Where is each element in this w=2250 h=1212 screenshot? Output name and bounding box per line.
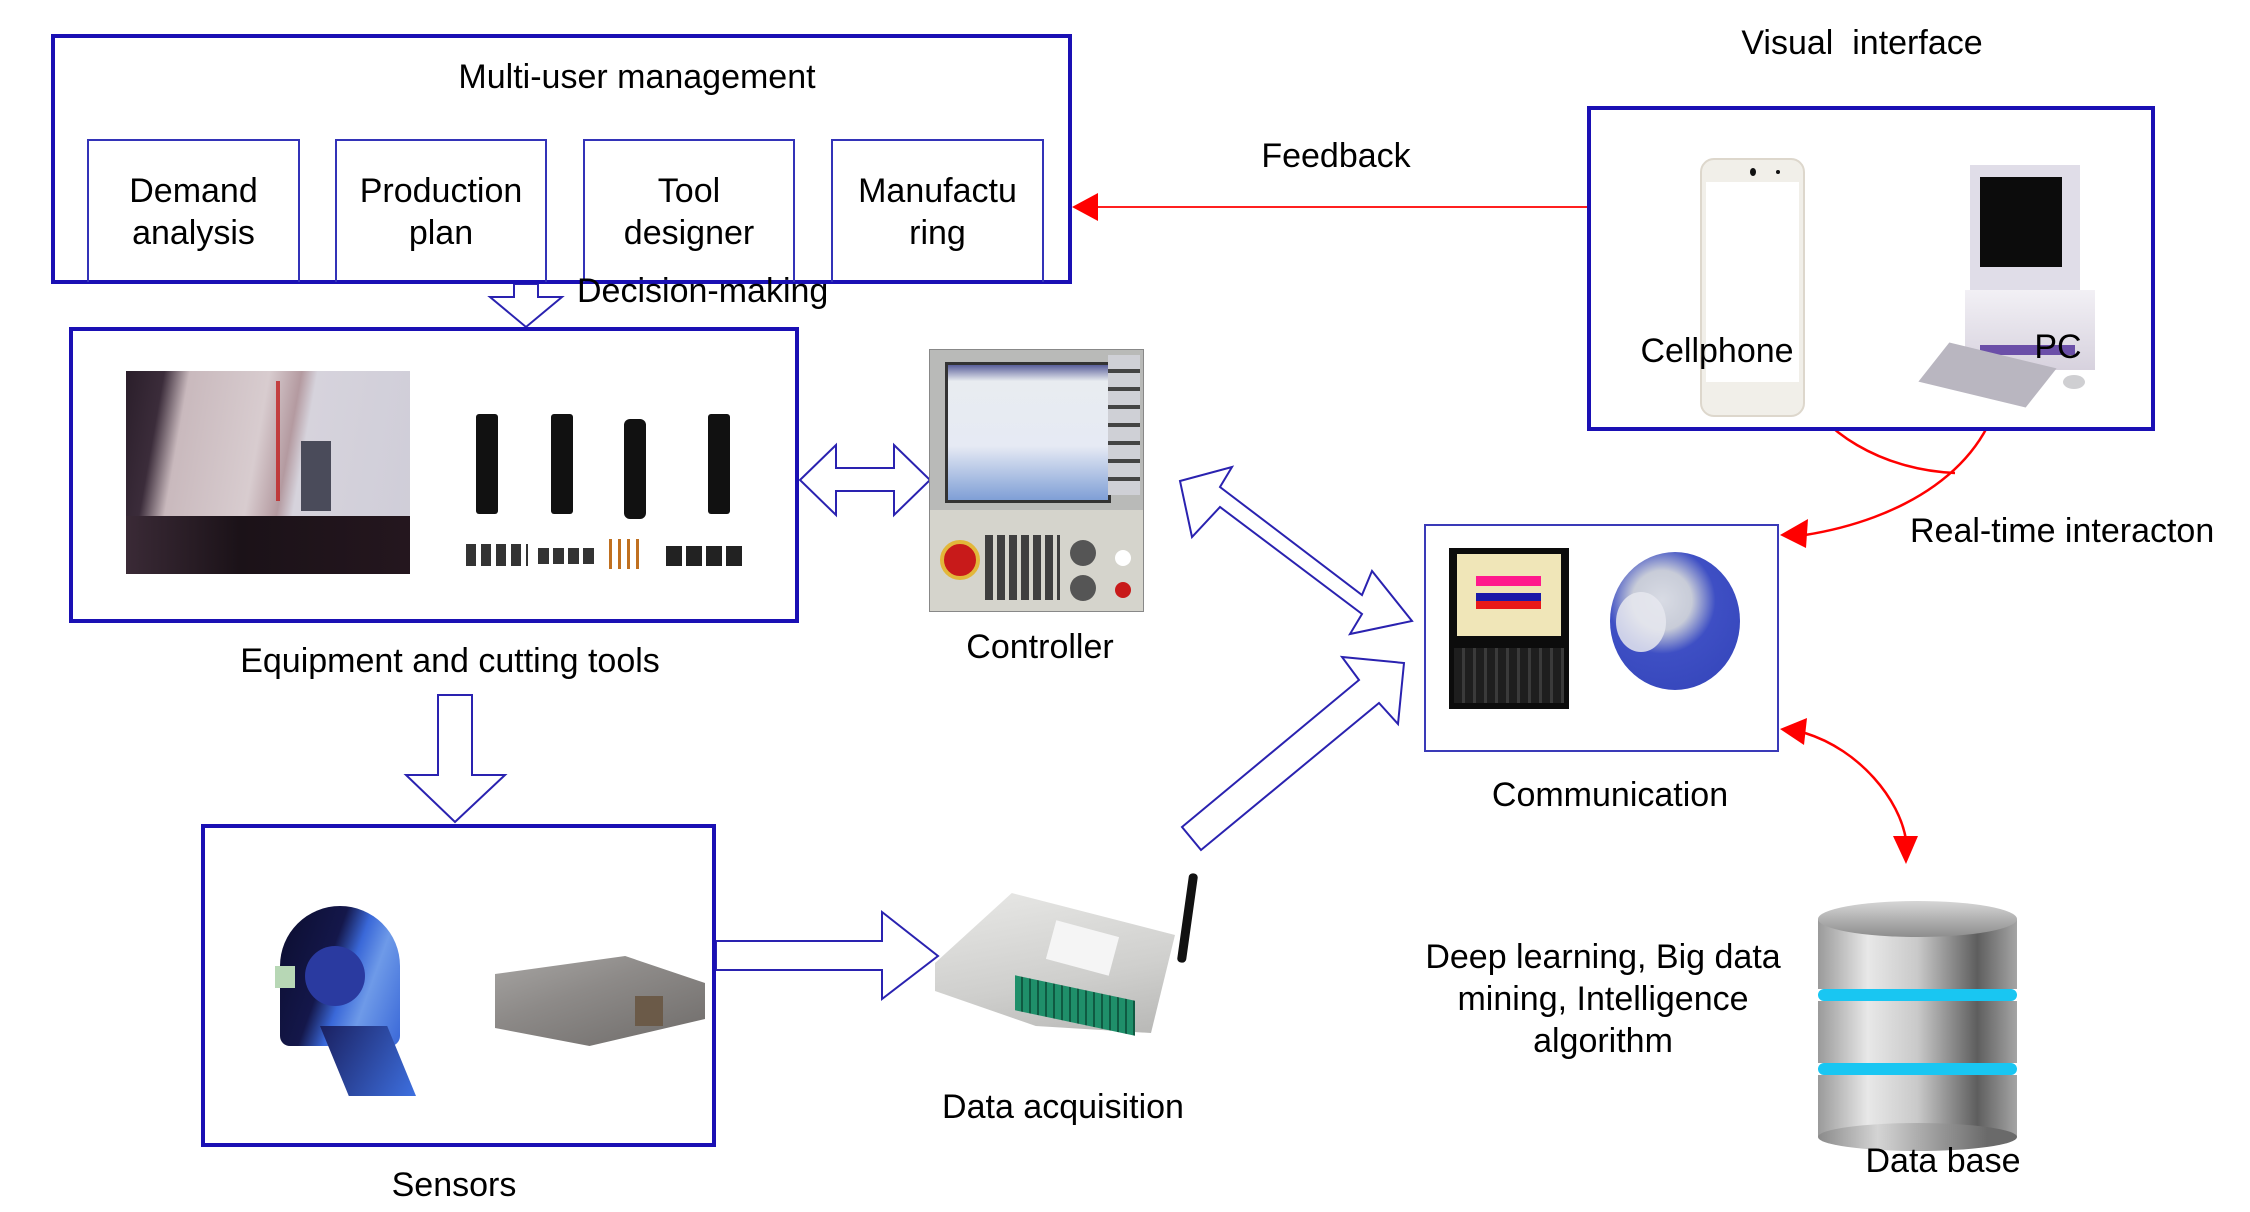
subbox-label: analysis <box>132 213 255 252</box>
multi-user-management-title: Multi-user management <box>458 58 816 96</box>
analytics-line: mining, Intelligence <box>1457 980 1749 1018</box>
feedback-label: Feedback <box>1261 137 1411 175</box>
controller-label: Controller <box>966 628 1114 666</box>
cellphone-label: Cellphone <box>1640 332 1794 370</box>
communication-database-curve <box>1804 731 1908 841</box>
daq-device-icon[interactable] <box>935 872 1212 1039</box>
daq-to-communication-arrow <box>1180 655 1406 852</box>
equipment-label: Equipment and cutting tools <box>240 642 660 680</box>
subbox-label: plan <box>408 213 474 252</box>
subbox-label: Demand <box>129 171 258 210</box>
equipment-to-sensors-arrow <box>403 694 508 824</box>
data-acquisition-label: Data acquisition <box>942 1088 1184 1126</box>
equipment-box <box>69 327 799 623</box>
analytics-line: Deep learning, Big data <box>1425 938 1781 976</box>
analytics-line: algorithm <box>1533 1022 1673 1060</box>
visual-interface-title: Visual interface <box>1741 24 1983 62</box>
analytics-text: Deep learning, Big data mining, Intellig… <box>1425 936 1780 1062</box>
communication-label: Communication <box>1491 776 1729 814</box>
subbox-label: Manufactu <box>858 171 1017 210</box>
cnc-machine-icon <box>126 371 410 574</box>
controller-communication-double-arrow <box>1178 465 1414 636</box>
database-icon[interactable] <box>1818 901 2017 1153</box>
cutting-tools-icon <box>466 414 753 570</box>
subbox-label: Production <box>359 171 523 210</box>
pc-label: PC <box>2034 328 2082 366</box>
feedback-arrowhead <box>1072 193 1098 221</box>
realtime-interaction-label: Real-time interacton <box>1910 512 2215 550</box>
decision-making-label: Decision-making <box>577 272 829 310</box>
database-label: Data base <box>1865 1142 2021 1180</box>
cellphone-icon[interactable] <box>1700 158 1805 417</box>
communication-database-arrowhead-bottom <box>1893 836 1918 864</box>
decision-arrow <box>487 283 565 329</box>
realtime-arrowhead-communication <box>1780 519 1808 548</box>
force-sensor-icon <box>495 936 705 1051</box>
equipment-controller-double-arrow <box>798 442 932 518</box>
controller-icon[interactable] <box>929 349 1144 612</box>
current-sensor-icon <box>275 906 416 1096</box>
communication-database-arrowhead-top <box>1780 718 1807 745</box>
pc-icon[interactable] <box>1918 165 2095 410</box>
sensors-label: Sensors <box>391 1166 517 1204</box>
visual-interface-box <box>1587 106 2155 431</box>
subbox-label: Tool <box>657 171 721 210</box>
sensors-to-daq-arrow <box>715 909 940 1002</box>
subbox-label: ring <box>909 213 966 252</box>
multi-user-management-box <box>51 34 1072 284</box>
sensors-box <box>201 824 716 1147</box>
subbox-label: designer <box>623 213 755 252</box>
communication-box <box>1424 524 1779 752</box>
laptop-icon <box>1449 548 1569 709</box>
globe-icon <box>1604 552 1746 695</box>
